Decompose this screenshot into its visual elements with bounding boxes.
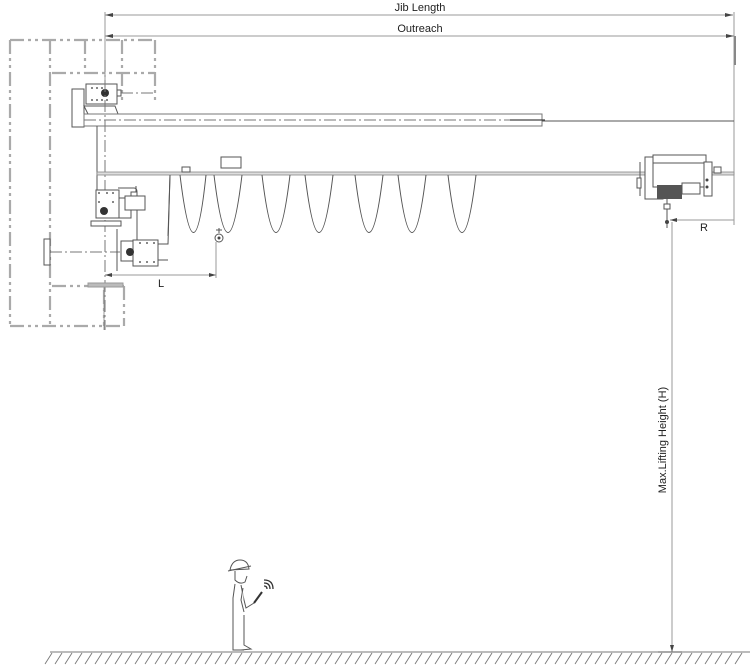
- dimension-r: R: [670, 218, 734, 234]
- dimension-l: L: [105, 273, 216, 290]
- dimension-max-lifting-height: Max.Lifting Height (H): [657, 222, 682, 653]
- r-label: R: [700, 222, 708, 234]
- wall-column: [8, 38, 157, 328]
- signal-icon: [263, 579, 274, 590]
- outreach-label: Outreach: [397, 23, 442, 35]
- max-lifting-height-label: Max.Lifting Height (H): [657, 387, 669, 493]
- i-beam-track: [96, 156, 735, 176]
- l-label: L: [158, 278, 164, 290]
- festoon-cable-loops: [167, 174, 477, 237]
- electric-hoist-trolley: [636, 154, 722, 228]
- slewing-drive-lower: [90, 186, 146, 240]
- jib-arm: [83, 113, 734, 127]
- small-hook: [214, 228, 224, 278]
- festoon-end-gearbox: [120, 174, 171, 267]
- wall-bracket: [43, 229, 120, 271]
- column-base: [87, 282, 124, 330]
- operator-with-remote: [227, 559, 274, 651]
- jib-length-label: Jib Length: [395, 2, 446, 14]
- ground: [44, 651, 750, 665]
- dimension-outreach: Outreach: [105, 23, 736, 65]
